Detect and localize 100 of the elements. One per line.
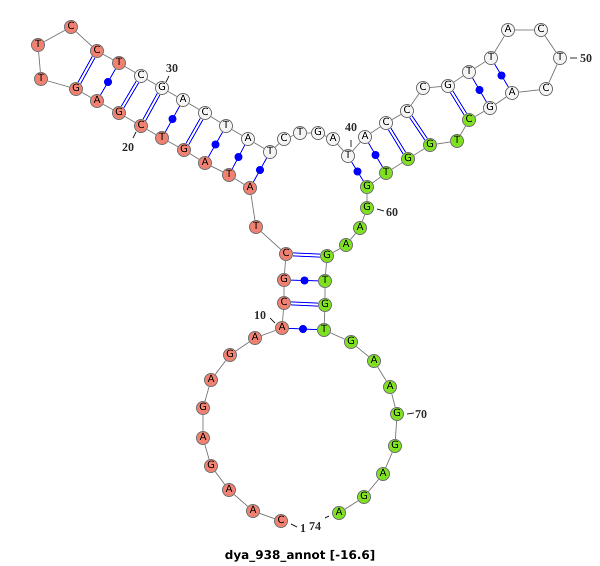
nucleotide-circle: A (358, 130, 372, 144)
backbone-line (214, 471, 226, 485)
position-number: 30 (166, 62, 178, 74)
backbone-line (324, 312, 326, 324)
nucleotide-circle: C (134, 69, 148, 83)
backbone-line (368, 478, 380, 492)
nucleotide-circle: A (376, 467, 390, 481)
backbone-line (372, 176, 381, 184)
nucleotide-circle: A (367, 354, 381, 368)
backbone-line (325, 262, 327, 275)
backbone-line (259, 512, 275, 520)
base-pair-line (288, 328, 318, 330)
backbone-line (362, 214, 366, 222)
backbone-line (235, 341, 250, 352)
nucleotide-circle: T (112, 56, 126, 70)
nucleotide-circle: C (274, 514, 288, 528)
backbone-line (370, 126, 381, 134)
backbone-line (146, 78, 156, 86)
backbone-line (214, 360, 226, 375)
nucleotide-circle: A (275, 321, 289, 335)
nucleotide-circle: G (223, 348, 237, 362)
backbone-line (474, 61, 486, 69)
position-number: 40 (345, 121, 357, 133)
nucleotide-circle: G (277, 273, 291, 287)
nucleotide-circle: A (196, 431, 210, 445)
backbone-line (188, 103, 200, 110)
base-pair-line (164, 106, 180, 132)
nucleotide-circle: G (320, 249, 334, 263)
nucleotide-circle: C (539, 82, 553, 96)
nucleotide-circle: T (249, 220, 263, 234)
nucleotide-circle: G (196, 401, 210, 415)
nucleotide-circle: C (134, 119, 148, 133)
backbone-line (210, 116, 221, 123)
backbone-line (324, 288, 326, 298)
base-pair-line (120, 80, 140, 108)
base-pair-line (292, 252, 321, 258)
backbone-line (124, 66, 136, 73)
backbone-line (474, 110, 484, 118)
backbone-line (250, 194, 256, 221)
nucleotide-circle: C (277, 296, 291, 310)
backbone-line (202, 414, 204, 432)
backbone-line (204, 444, 210, 460)
nucleotide-circle: T (317, 323, 331, 337)
nucleotide-circle: G (360, 180, 374, 194)
backbone-line (391, 393, 396, 408)
nucleotide-circle: A (198, 156, 212, 170)
nucleotide-circle: T (553, 51, 567, 65)
nucleotide-circle: A (332, 506, 346, 520)
nucleotide-circle: T (263, 145, 277, 159)
backbone-line (306, 132, 312, 134)
nucleotide-circle: C (277, 132, 291, 146)
backbone-line (168, 140, 178, 148)
backbone-line (232, 129, 242, 136)
backbone-line (366, 194, 368, 202)
nucleotide-circle: G (390, 407, 404, 421)
nucleotide-circle: T (462, 65, 476, 79)
backbone-line (410, 93, 420, 106)
nucleotide-circle: A (176, 93, 190, 107)
nucleotide-circle: G (155, 81, 169, 95)
base-pair-line (208, 132, 224, 158)
backbone-line (391, 162, 403, 170)
backbone-line (377, 366, 387, 382)
backbone-line (260, 231, 282, 250)
backbone-line (344, 500, 359, 510)
nucleotide-circle: G (401, 152, 415, 166)
base-pair-line (351, 161, 364, 182)
nucleotide-circle: T (341, 149, 355, 163)
backbone-line (261, 330, 276, 336)
base-pair-line (290, 280, 318, 282)
backbone-line (330, 332, 346, 340)
nucleotide-circle: C (400, 104, 414, 118)
backbone-line (453, 75, 464, 83)
backbone-line (210, 166, 224, 172)
backbone-line (124, 116, 136, 123)
backbone-line (394, 420, 398, 440)
nucleotide-circle: T (318, 274, 332, 288)
base-pair-line (186, 118, 204, 146)
base-pair-line (290, 301, 319, 307)
base-pair-line (100, 68, 116, 96)
backbone-line (518, 89, 540, 93)
backbone-line (548, 64, 558, 84)
backbone-line (392, 114, 402, 120)
nucleotide-circle: T (34, 72, 48, 86)
nucleotide-circle: A (243, 181, 257, 195)
backbone-line (356, 346, 370, 358)
nucleotide-circle: A (222, 483, 236, 497)
nucleotide-circle: A (90, 94, 104, 108)
nucleotide-circle: G (69, 82, 83, 96)
backbone-line (350, 232, 356, 240)
position-number: 50 (580, 52, 592, 64)
nucleotide-circle: A (204, 373, 218, 387)
backbone-line (429, 86, 442, 88)
backbone-line (436, 142, 451, 144)
backbone-line (332, 248, 340, 253)
nucleotide-circle: T (155, 131, 169, 145)
nucleotide-circle: G (344, 335, 358, 349)
base-pair-line (368, 142, 383, 168)
backbone-line (102, 54, 114, 60)
nucleotide-circle: C (198, 106, 212, 120)
nucleotide-circle: C (462, 113, 476, 127)
